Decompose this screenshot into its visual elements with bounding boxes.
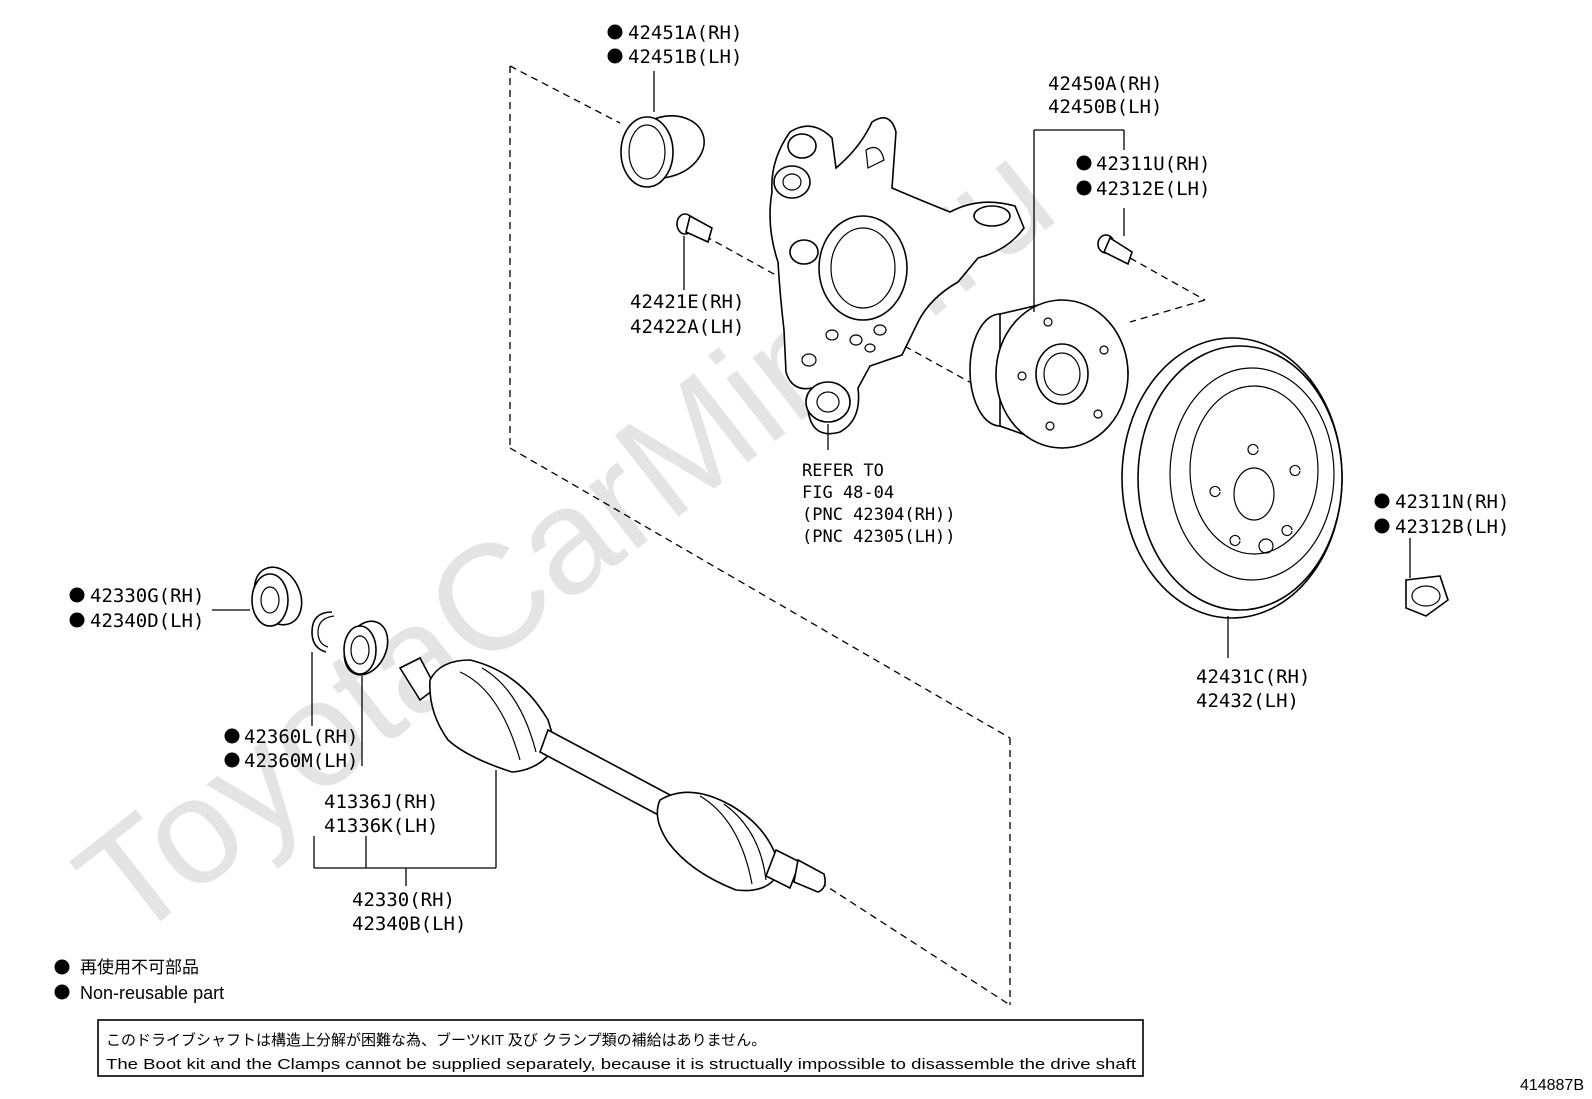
shaft-seal [251, 566, 303, 627]
part-number: 42340D(LH) [90, 610, 204, 632]
hub-nut [1405, 575, 1449, 617]
callout-refer-fig: REFER TO FIG 48-04 (PNC 42304(RH)) (PNC … [802, 461, 956, 547]
part-number: 42311N(RH) [1395, 491, 1509, 513]
brake-disc [1121, 337, 1343, 619]
part-number: 42312B(LH) [1395, 516, 1509, 538]
part-number: 42312E(LH) [1096, 178, 1210, 200]
part-number: 42340B(LH) [352, 913, 466, 935]
callout-42451: 42451A(RH) 42451B(LH) [607, 22, 742, 68]
callout-42421: 42421E(RH) 42422A(LH) [630, 291, 744, 338]
callout-42431: 42431C(RH) 42432(LH) [1196, 666, 1310, 712]
part-number: 42422A(LH) [630, 316, 744, 338]
steering-knuckle [769, 116, 1025, 435]
non-reusable-dot-icon [69, 587, 85, 603]
dust-cover-ring [620, 115, 705, 188]
non-reusable-dot-icon [607, 48, 623, 64]
callout-42311N: 42311N(RH) 42312B(LH) [1374, 491, 1509, 538]
reference-note: (PNC 42305(LH)) [802, 527, 956, 547]
diagram-number: 414887B [1520, 1077, 1584, 1094]
part-number: 42432(LH) [1196, 690, 1299, 712]
leader-lines [212, 71, 1411, 886]
callout-42360: 42360L(RH) 42360M(LH) [224, 726, 358, 772]
part-number: 42451B(LH) [628, 46, 742, 68]
oil-seal [343, 620, 389, 676]
knuckle-bolt [676, 213, 713, 244]
filled-circle-icon [54, 984, 70, 1000]
non-reusable-dot-icon [1076, 155, 1092, 171]
part-number: 41336K(LH) [324, 815, 438, 837]
non-reusable-dot-icon [1374, 518, 1390, 534]
drive-shaft [398, 656, 826, 893]
non-reusable-dot-icon [1076, 180, 1092, 196]
callout-42330G: 42330G(RH) 42340D(LH) [69, 585, 204, 632]
notice-box: このドライブシャフトは構造上分解が困難な為、ブーツKIT 及び クランプ類の補給… [97, 1019, 1144, 1077]
part-number: 42450B(LH) [1048, 96, 1162, 118]
callout-41336: 41336J(RH) 41336K(LH) [324, 791, 438, 837]
callout-42330: 42330(RH) 42340B(LH) [352, 889, 466, 935]
part-number: 42450A(RH) [1048, 73, 1162, 95]
part-number: 42451A(RH) [628, 22, 742, 44]
part-number: 41336J(RH) [324, 791, 438, 813]
part-number: 42360L(RH) [244, 726, 358, 748]
part-number: 42330(RH) [352, 889, 455, 911]
part-number: 42360M(LH) [244, 750, 358, 772]
part-number: 42311U(RH) [1096, 153, 1210, 175]
exploded-frame [509, 65, 1206, 1006]
notice-jp: このドライブシャフトは構造上分解が困難な為、ブーツKIT 及び クランプ類の補給… [106, 1031, 766, 1049]
part-number: 42330G(RH) [90, 585, 204, 607]
non-reusable-dot-icon [224, 752, 240, 768]
notice-en: The Boot kit and the Clamps cannot be su… [106, 1056, 1137, 1073]
snap-ring [311, 611, 335, 653]
reference-note: REFER TO [802, 461, 884, 481]
callout-42311U: 42311U(RH) 42312E(LH) [1076, 153, 1210, 200]
hub-bearing [969, 299, 1129, 449]
hub-bolt [1097, 234, 1133, 266]
non-reusable-dot-icon [69, 612, 85, 628]
non-reusable-dot-icon [224, 728, 240, 744]
reference-note: FIG 48-04 [802, 483, 894, 503]
filled-circle-icon [54, 959, 70, 975]
non-reusable-dot-icon [1374, 493, 1390, 509]
non-reusable-dot-icon [607, 24, 623, 40]
legend: 再使用不可部品 Non-reusable part [54, 957, 224, 1003]
callout-42450: 42450A(RH) 42450B(LH) [1048, 73, 1162, 118]
legend-en: Non-reusable part [80, 983, 224, 1003]
reference-note: (PNC 42304(RH)) [802, 505, 956, 525]
part-number: 42431C(RH) [1196, 666, 1310, 688]
legend-jp: 再使用不可部品 [80, 957, 199, 977]
part-number: 42421E(RH) [630, 291, 744, 313]
